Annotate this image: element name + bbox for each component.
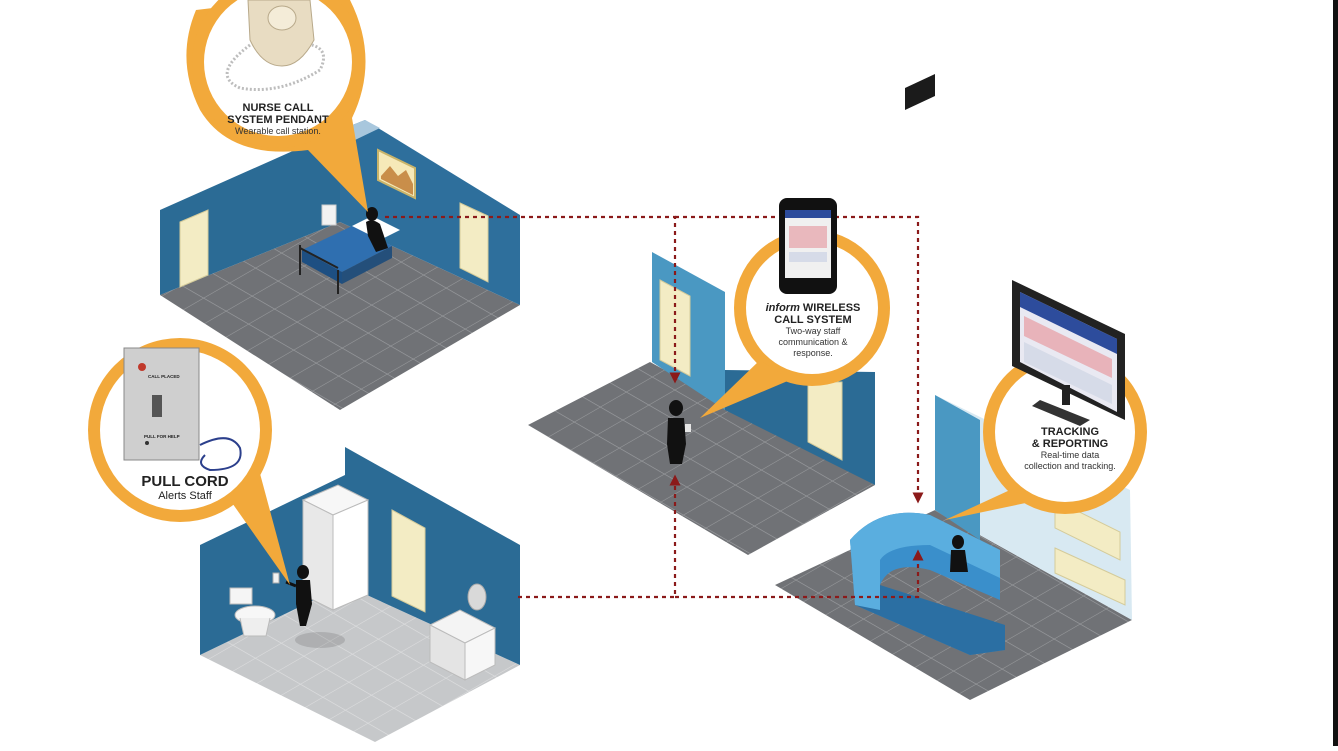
pendant-callout bbox=[186, 0, 368, 212]
pendant-callout-text: NURSE CALL SYSTEM PENDANT Wearable call … bbox=[208, 102, 348, 137]
pullcord-callout-text: PULL CORD Alerts Staff bbox=[120, 474, 250, 503]
person-figure bbox=[950, 535, 968, 572]
pendant-subtitle: Wearable call station. bbox=[235, 126, 321, 136]
door bbox=[179, 209, 209, 288]
wireless-title-word: WIRELESS bbox=[802, 302, 861, 314]
wireless-subtitle-line-2: communication & bbox=[778, 337, 848, 347]
pullcord-device-label-top: CALL PLACED bbox=[148, 374, 180, 379]
window-right-edge bbox=[1333, 0, 1338, 746]
pendant-title-line-1: NURSE CALL bbox=[242, 102, 314, 114]
hallway-floor bbox=[528, 362, 875, 555]
wireless-subtitle-line-1: Two-way staff bbox=[785, 326, 841, 336]
door bbox=[391, 509, 426, 613]
pullcord-subtitle: Alerts Staff bbox=[158, 490, 212, 502]
bathroom bbox=[200, 447, 520, 742]
hallway bbox=[528, 252, 875, 555]
wireless-callout bbox=[700, 198, 890, 418]
person-figure bbox=[667, 400, 691, 464]
sink-icon bbox=[428, 583, 497, 681]
tracking-callout bbox=[945, 280, 1147, 520]
wireless-callout-text: inform WIRELESS CALL SYSTEM Two-way staf… bbox=[748, 302, 878, 359]
wireless-title-line-1: inform WIRELESS bbox=[748, 302, 878, 314]
connector-lines bbox=[385, 215, 924, 599]
wireless-title-prefix: inform bbox=[765, 302, 800, 314]
person-figure bbox=[366, 207, 388, 252]
tracking-callout-text: TRACKING & REPORTING Real-time data coll… bbox=[1000, 426, 1140, 472]
nurse-station-desk-icon bbox=[850, 74, 1005, 655]
patient-room bbox=[160, 120, 520, 410]
tracking-subtitle-line-2: collection and tracking. bbox=[1024, 461, 1116, 471]
bathroom-right-wall bbox=[345, 447, 520, 665]
connector-hallway-to-station bbox=[675, 215, 924, 504]
pullcord-title: PULL CORD bbox=[141, 473, 229, 490]
wireless-subtitle-line-3: response. bbox=[793, 348, 833, 358]
bathroom-floor bbox=[200, 585, 520, 742]
toilet-icon bbox=[229, 587, 276, 637]
pullcord-device-label-bottom: PULL FOR HELP bbox=[144, 434, 180, 439]
shower-icon bbox=[301, 484, 370, 611]
person-figure bbox=[285, 565, 312, 626]
cabinet bbox=[1054, 547, 1126, 606]
pendant-device-icon bbox=[225, 0, 326, 92]
connector-bathroom-to-hallway bbox=[518, 474, 681, 599]
connector-bathroom-to-station bbox=[675, 549, 924, 599]
pull-cord-panel-icon bbox=[123, 347, 242, 472]
cabinet bbox=[1054, 499, 1121, 561]
tracking-title-line-2: & REPORTING bbox=[1031, 438, 1109, 450]
patient-room-floor bbox=[160, 222, 520, 410]
tracking-subtitle-line-1: Real-time data bbox=[1040, 450, 1100, 460]
pendant-title-line-2: SYSTEM PENDANT bbox=[227, 114, 329, 126]
pullcord-callout: CALL PLACED PULL FOR HELP bbox=[88, 338, 290, 585]
door bbox=[459, 202, 489, 283]
wireless-title-line-2: CALL SYSTEM bbox=[774, 314, 852, 326]
tablet-device-icon bbox=[779, 198, 837, 294]
tracking-title-line-1: TRACKING bbox=[1040, 426, 1100, 438]
monitor-device-icon bbox=[1012, 280, 1125, 426]
